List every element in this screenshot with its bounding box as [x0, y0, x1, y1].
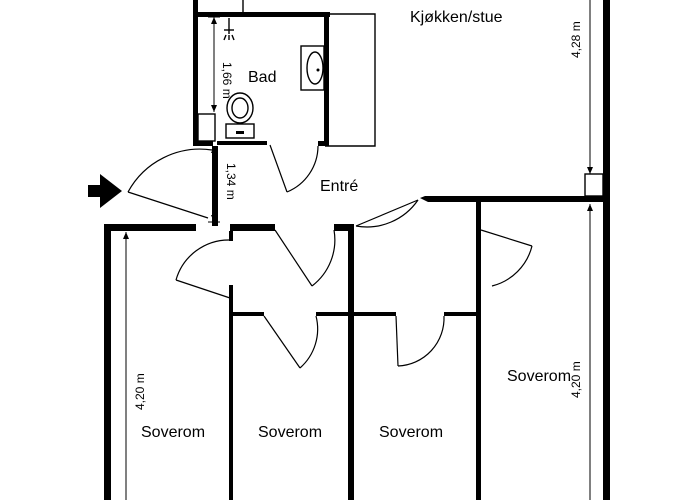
dim-label-bedroom-1: 4,20 m — [133, 373, 147, 410]
shower-icon — [223, 18, 235, 41]
wall-closet-3 — [354, 312, 396, 316]
wall-bath-left — [193, 0, 198, 146]
wall-divider-2 — [348, 224, 354, 500]
room-label-bedroom-4: Soverom — [507, 368, 571, 385]
wall-divider-1 — [229, 285, 233, 500]
kitchen-counter — [242, 0, 376, 147]
wall-entry-left-stub — [212, 146, 218, 226]
wall-closet-1 — [229, 312, 264, 316]
dim-label-bedroom-4: 4,20 m — [569, 361, 583, 398]
column — [584, 173, 604, 197]
room-label-kitchen: Kjøkken/stue — [410, 9, 503, 26]
wall-closet-4 — [444, 312, 478, 316]
wall-divider-1-top — [229, 231, 233, 241]
dim-label-entry: 1,34 m — [224, 163, 238, 200]
doors — [127, 144, 533, 369]
wall-bath-top — [193, 12, 330, 17]
arrow-right-icon — [88, 174, 122, 208]
room-label-bath: Bad — [248, 69, 276, 86]
wall-right-exterior — [603, 0, 610, 500]
wall-bath-bottom-left — [193, 141, 213, 146]
toilet-icon — [225, 92, 255, 139]
wall-bedroom-corridor-mid — [230, 224, 275, 231]
dimension-lines — [123, 0, 593, 500]
wall-bedroom-corridor-left — [104, 224, 196, 231]
room-label-entry: Entré — [320, 178, 358, 195]
wall-closet-2 — [316, 312, 354, 316]
wall-kitchen-bedroom — [420, 196, 603, 202]
dim-label-kitchen: 4,28 m — [569, 21, 583, 58]
shaft — [197, 113, 216, 142]
wall-bath-right — [324, 12, 329, 146]
wall-left-exterior — [104, 224, 111, 500]
wall-bath-bottom-mid — [217, 141, 267, 145]
wall-bedroom-corridor-right — [334, 224, 354, 231]
wall-bath-bottom-right — [318, 141, 329, 146]
room-label-bedroom-3: Soverom — [379, 424, 443, 441]
wall-divider-3 — [476, 202, 481, 500]
room-label-bedroom-1: Soverom — [141, 424, 205, 441]
room-label-bedroom-2: Soverom — [258, 424, 322, 441]
dim-label-bath: 1,66 m — [220, 62, 234, 99]
sink-icon — [300, 45, 325, 91]
walls — [104, 0, 610, 500]
